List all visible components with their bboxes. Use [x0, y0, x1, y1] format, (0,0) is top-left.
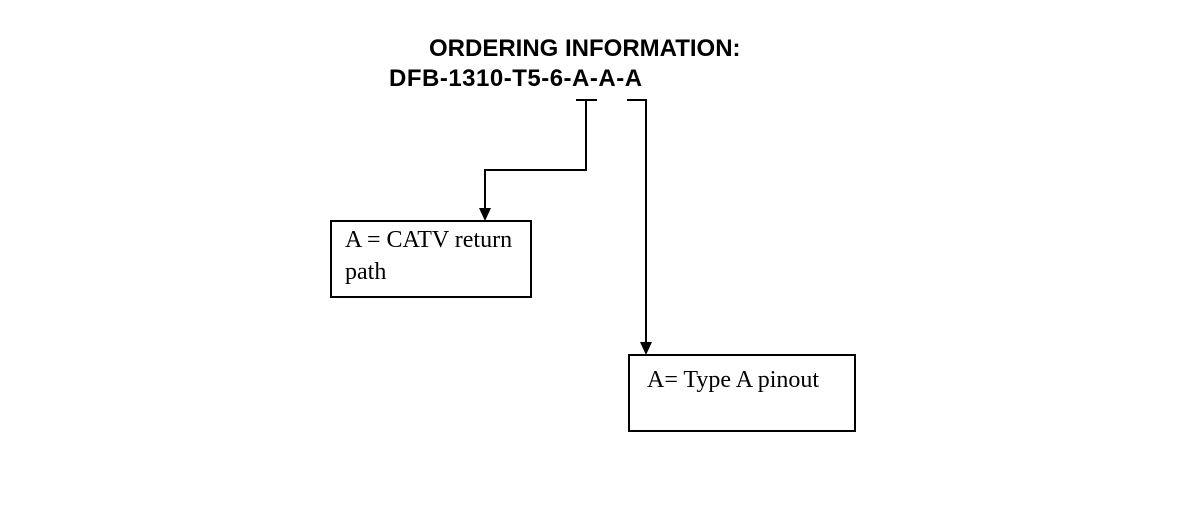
arrow-down-icon	[479, 208, 491, 221]
arrow-down-icon	[640, 342, 652, 355]
section-title: ORDERING INFORMATION:	[429, 35, 741, 62]
callout-catv-return-path: A = CATV return path	[330, 220, 532, 298]
connector1-vertical-upper	[585, 99, 587, 171]
part-number: DFB-1310-T5-6-A-A-A	[389, 65, 643, 92]
connector2-top-cap	[627, 99, 647, 101]
callout-catv-return-path-label: A = CATV return path	[345, 227, 513, 285]
connector2-vertical	[645, 99, 647, 342]
callout-type-a-pinout: A= Type A pinout	[628, 354, 856, 432]
callout-type-a-pinout-label: A= Type A pinout	[647, 367, 820, 393]
connector1-horizontal	[484, 169, 587, 171]
connector1-vertical-lower	[484, 169, 486, 209]
